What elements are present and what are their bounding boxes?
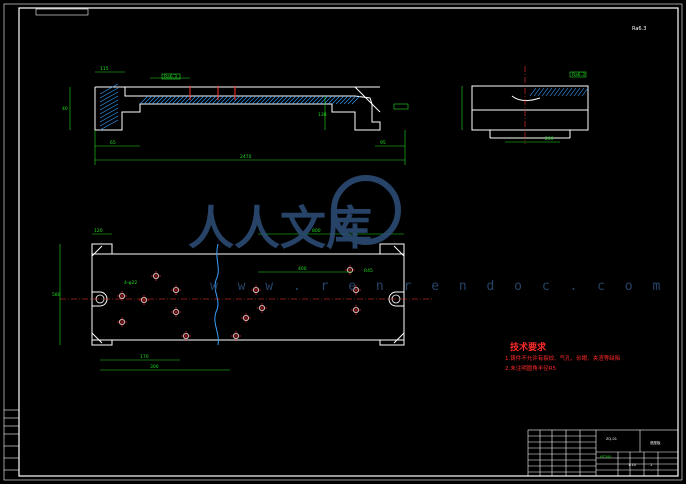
- dim-plan-height: 580: [52, 292, 61, 298]
- dim-overall-length: 2470: [240, 154, 252, 160]
- dim-hole-diameter: 4-φ22: [124, 280, 137, 286]
- plan-holes: [117, 265, 361, 341]
- watermark-url: w w w . r e n r e n d o c . c o m: [210, 279, 666, 294]
- dim-front-w: 115: [100, 66, 109, 72]
- dim-front-sideh: 138: [318, 112, 327, 118]
- dim-plan-left: 120: [94, 228, 103, 234]
- front-view: 2470 65 95 115 40 138 Ra6.3: [62, 66, 409, 165]
- title-block: 底座板 ZQ-01 HT200 1:10 1: [527, 429, 679, 477]
- title-sheet: 1: [650, 463, 652, 467]
- top-left-code-box: [35, 8, 89, 16]
- front-hatch: [99, 83, 361, 131]
- binding-strip: [4, 409, 19, 471]
- dim-hole-radius: R45: [364, 268, 373, 274]
- dim-front-b: 95: [380, 140, 386, 146]
- front-roughness: Ra6.3: [164, 74, 177, 80]
- requirement-2: 2.未注明圆角半径R5: [505, 364, 557, 372]
- title-part-name: 底座板: [650, 440, 661, 445]
- dim-plan-bottom2: 300: [150, 364, 159, 370]
- dim-front-h: 40: [62, 106, 68, 112]
- title-drawing-no: ZQ-01: [606, 437, 617, 441]
- dim-front-a: 65: [110, 140, 116, 146]
- requirement-1: 1.铸件不允许有裂纹、气孔、砂眼、夹渣等缺陷: [505, 354, 620, 362]
- technical-requirements: 技术要求 1.铸件不允许有裂纹、气孔、砂眼、夹渣等缺陷 2.未注明圆角半径R5: [505, 341, 620, 372]
- plan-view: 580 120 800 400 170 300 R45 4-φ22: [52, 228, 432, 371]
- requirements-title: 技术要求: [510, 341, 547, 353]
- sheet-border-outer: [3, 3, 683, 481]
- side-hatch: [529, 87, 589, 97]
- title-scale: 1:10: [628, 463, 636, 467]
- side-view: 200 Ra6.3: [461, 66, 589, 144]
- sheet-border-inner: [18, 7, 679, 477]
- dim-plan-bottom1: 170: [140, 354, 149, 360]
- watermark-text: 人人文库: [188, 201, 372, 255]
- dim-side-width: 200: [545, 136, 554, 142]
- dim-plan-mid: 400: [298, 266, 307, 272]
- dim-plan-right: 800: [312, 228, 321, 234]
- title-material: HT200: [600, 455, 611, 459]
- watermark: 人人文库 w w w . r e n r e n d o c . c o m: [188, 175, 666, 294]
- side-roughness: Ra6.3: [572, 72, 585, 78]
- roughness-mark: Ra6.3: [632, 26, 646, 32]
